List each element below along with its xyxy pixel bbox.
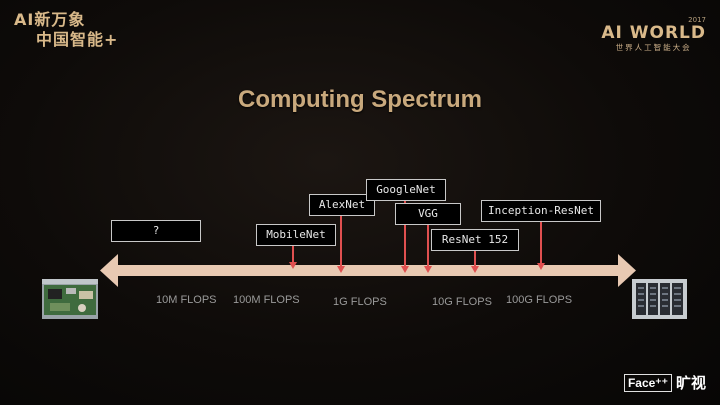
brand-year: 2017 (688, 16, 706, 24)
marker-alexnet (337, 216, 345, 273)
model-box-resnet152: ResNet 152 (431, 229, 519, 251)
brand-logo-right: 2017 AI WORLD 世界人工智能大会 (601, 16, 706, 53)
brand-name: AI WORLD (601, 23, 706, 43)
brand-line-1: AI新万象 (14, 10, 86, 29)
server-rack-image (632, 279, 687, 319)
brand-logo-left: AI新万象 中国智能+ (14, 10, 118, 50)
faceplusplus-box: Face⁺⁺ (623, 373, 672, 392)
model-box-unknown: ? (111, 220, 201, 242)
marker-resnet152 (471, 249, 479, 273)
model-box-alexnet: AlexNet (309, 194, 375, 216)
marker-inception-resnet (537, 221, 545, 270)
faceplusplus-logo: Face⁺⁺ 旷视 (623, 372, 706, 393)
marker-vgg (424, 224, 432, 273)
model-box-googlenet: GoogleNet (366, 179, 446, 201)
model-box-inception-resnet: Inception-ResNet (481, 200, 601, 222)
model-box-vgg: VGG (395, 203, 461, 225)
slide-title: Computing Spectrum (238, 86, 482, 113)
scale-label-1g: 1G FLOPS (333, 296, 387, 308)
spectrum-arrow (100, 254, 636, 287)
megvii-text: 旷视 (675, 374, 706, 392)
model-box-mobilenet: MobileNet (256, 224, 336, 246)
scale-label-100m: 100M FLOPS (233, 294, 300, 306)
brand-line-2: 中国智能+ (36, 30, 119, 49)
brand-subtitle: 世界人工智能大会 (615, 43, 692, 52)
marker-mobilenet (289, 245, 297, 269)
scale-label-10g: 10G FLOPS (432, 296, 492, 308)
scale-label-100g: 100G FLOPS (506, 294, 573, 306)
embedded-device-image (42, 279, 98, 319)
scale-label-10m: 10M FLOPS (156, 294, 217, 306)
